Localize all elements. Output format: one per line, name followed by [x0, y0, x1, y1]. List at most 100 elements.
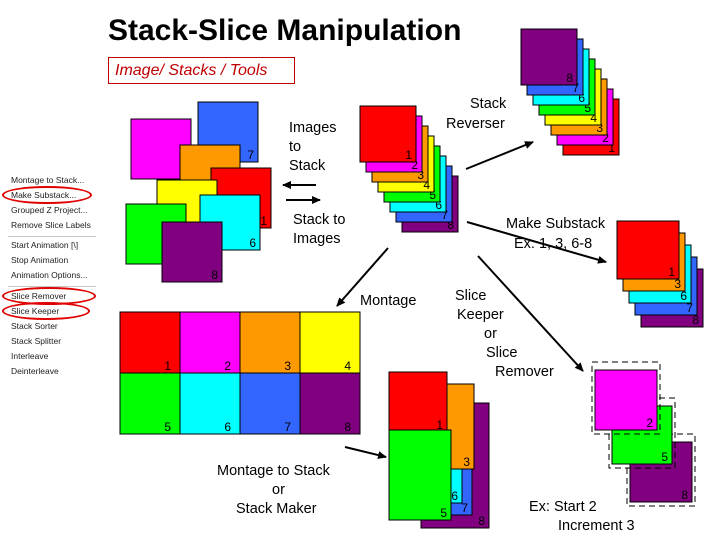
slice-5-label: 5 — [164, 420, 171, 434]
menu-separator — [8, 236, 96, 237]
arrow-to-montage — [336, 247, 389, 307]
label-to: to — [289, 139, 302, 155]
slice-2-label: 2 — [411, 158, 418, 172]
label-keeper: Keeper — [457, 307, 504, 323]
slice-5-label: 5 — [661, 450, 668, 464]
slice-3-label: 3 — [284, 359, 291, 373]
slice-7-label: 7 — [572, 81, 579, 95]
label-images: Images — [289, 120, 337, 136]
menu-item-stop-animation[interactable]: Stop Animation — [11, 255, 69, 265]
slice-1-square — [616, 220, 680, 280]
slice-1-square — [119, 311, 181, 374]
highlight-slice-keeper — [2, 302, 90, 320]
highlight-make-substack — [2, 186, 92, 204]
slice-7-label: 7 — [284, 420, 291, 434]
label-slice-2: Slice — [486, 345, 518, 361]
slice-1-label: 1 — [668, 265, 675, 279]
slice-8-square — [299, 372, 361, 435]
menu-item-grouped-z-project[interactable]: Grouped Z Project... — [11, 205, 88, 215]
slice-6-label: 6 — [435, 198, 442, 212]
slice-8-label: 8 — [478, 514, 485, 528]
slice-5-label: 5 — [584, 101, 591, 115]
label-stack-maker: Stack Maker — [236, 501, 317, 517]
slice-8-label: 8 — [211, 268, 218, 282]
slice-2-square — [594, 369, 658, 431]
slice-5-square — [119, 372, 181, 435]
slice-5-square — [388, 429, 452, 521]
slice-1-label: 1 — [405, 148, 412, 162]
slice-8-label: 8 — [681, 488, 688, 502]
slice-5-label: 5 — [440, 506, 447, 520]
menu-path-subtitle: Image/ Stacks / Tools — [108, 57, 295, 84]
slice-3-label: 3 — [674, 277, 681, 291]
slice-6-label: 6 — [249, 236, 256, 250]
arrow-montage-to-stack — [344, 446, 387, 459]
slice-3-square — [239, 311, 301, 374]
scattered-images: 72314658 — [125, 101, 272, 283]
montage-grid: 1 2 3 4 5 6 7 8 — [119, 311, 361, 435]
label-make-substack: Make Substack — [506, 216, 606, 232]
label-remover: Remover — [495, 364, 554, 380]
arrow-to-reverser — [465, 141, 534, 170]
montage-to-stack-result: 876 3 1 5 — [388, 371, 490, 529]
slice-1-label: 1 — [608, 141, 615, 155]
slice-7-label: 7 — [686, 301, 693, 315]
slice-8-label: 8 — [447, 218, 454, 232]
slice-1-label: 1 — [164, 359, 171, 373]
slice-4-label: 4 — [590, 111, 597, 125]
slice-1-label: 1 — [260, 214, 267, 228]
slice-4-square — [299, 311, 361, 374]
slice-7-square — [239, 372, 301, 435]
label-stack-reverser-1: Stack — [470, 96, 507, 112]
label-stack: Stack — [289, 158, 326, 174]
menu-item-stack-splitter[interactable]: Stack Splitter — [11, 336, 62, 346]
slice-3-label: 3 — [596, 121, 603, 135]
page-title: Stack-Slice Manipulation — [108, 14, 462, 47]
removed-slice-outline — [591, 361, 661, 435]
arrow-to-substack — [466, 221, 607, 264]
slice-5-label: 5 — [429, 188, 436, 202]
slice-8-label: 8 — [344, 420, 351, 434]
menu-item-remove-slice-labels[interactable]: Remove Slice Labels — [11, 220, 91, 230]
slice-4-label: 4 — [423, 178, 430, 192]
slice-2-square — [179, 311, 241, 374]
slice-6-label: 6 — [578, 91, 585, 105]
slice-1-square — [359, 105, 417, 163]
label-stack-reverser-2: Reverser — [446, 116, 505, 132]
slice-8-square — [520, 28, 578, 86]
slice-8-label: 8 — [566, 71, 573, 85]
menu-item-animation-options[interactable]: Animation Options... — [11, 270, 88, 280]
menu-item-deinterleave[interactable]: Deinterleave — [11, 366, 59, 376]
slice-3-label: 3 — [463, 455, 470, 469]
label-stack-to: Stack to — [293, 212, 346, 228]
slice-3-label: 3 — [417, 168, 424, 182]
menu-item-start-animation[interactable]: Start Animation [\] — [11, 240, 79, 250]
slice-2-label: 2 — [602, 131, 609, 145]
slice-6-square — [179, 372, 241, 435]
slice-1-label: 1 — [436, 418, 443, 432]
label-or: or — [484, 326, 497, 342]
kept-slices: 8 5 2 — [591, 361, 696, 507]
slice-7-label: 7 — [461, 501, 468, 515]
label-or-2: or — [272, 482, 285, 498]
label-images-2: Images — [293, 231, 341, 247]
slice-8-square — [161, 221, 223, 283]
label-montage: Montage — [360, 293, 417, 309]
menu-item-stack-sorter[interactable]: Stack Sorter — [11, 321, 58, 331]
menu-item-interleave[interactable]: Interleave — [11, 351, 49, 361]
label-montage-to-stack: Montage to Stack — [217, 463, 330, 479]
slice-1-square — [388, 371, 448, 433]
slice-4-label: 4 — [344, 359, 351, 373]
slice-7-label: 7 — [441, 208, 448, 222]
slice-6-label: 6 — [224, 420, 231, 434]
slice-6-label: 6 — [680, 289, 687, 303]
slice-2-label: 2 — [224, 359, 231, 373]
menu-item-montage-to-stack[interactable]: Montage to Stack... — [11, 175, 85, 185]
slice-8-label: 8 — [692, 313, 699, 327]
slice-6-label: 6 — [451, 489, 458, 503]
slice-2-label: 2 — [646, 416, 653, 430]
